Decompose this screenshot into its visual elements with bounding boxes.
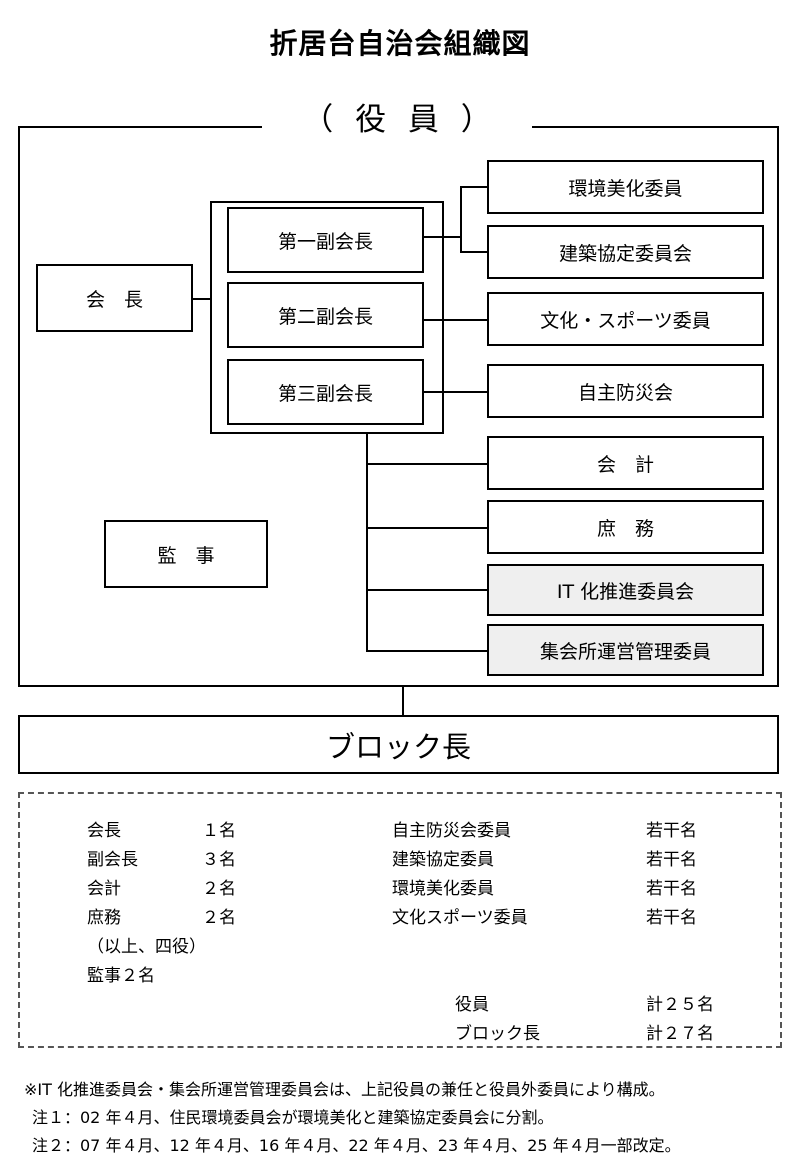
connector-president xyxy=(193,298,212,300)
committee-label-2: 建築協定委員会 xyxy=(558,242,692,265)
connector-to-committee-2 xyxy=(460,251,488,253)
vice-president-3-label: 第三副会長 xyxy=(277,382,373,405)
footnote: ※IT 化推進委員会・集会所運営管理委員会は、上記役員の兼任と役員外委員により構… xyxy=(24,1080,665,1099)
committee-label-7: IT 化推進委員会 xyxy=(556,580,695,603)
summary-count: ２名 xyxy=(202,908,236,928)
committee-label-6: 庶 務 xyxy=(596,517,654,540)
committee-box-4: 自主防災会 xyxy=(487,364,764,418)
block-leader-label: ブロック長 xyxy=(325,729,471,764)
summary-role: 会計 xyxy=(87,879,121,899)
footnote: 注２：07 年４月、12 年４月、16 年４月、22 年４月、23 年４月、25… xyxy=(32,1136,681,1155)
block-leader-box: ブロック長 xyxy=(18,715,779,774)
connector-to-committee-8 xyxy=(366,650,488,652)
committee-box-1: 環境美化委員 xyxy=(487,160,764,214)
connector-trunk xyxy=(366,433,368,651)
president-box: 会 長 xyxy=(36,264,193,332)
summary-role: 建築協定委員 xyxy=(392,850,494,870)
connector-vp1-vertical xyxy=(460,186,462,252)
connector-vp3 xyxy=(424,391,488,393)
vice-president-3-box: 第三副会長 xyxy=(227,359,424,425)
summary-role: 環境美化委員 xyxy=(392,879,494,899)
summary-count: １名 xyxy=(202,821,236,841)
committee-box-2: 建築協定委員会 xyxy=(487,225,764,279)
summary-count: 若干名 xyxy=(646,879,697,899)
connector-to-block xyxy=(402,686,404,716)
frame-top-left-line xyxy=(18,126,262,128)
footnote: 注１：02 年４月、住民環境委員会が環境美化と建築協定委員会に分割。 xyxy=(32,1108,554,1127)
connector-to-committee-7 xyxy=(366,589,488,591)
summary-count: 若干名 xyxy=(646,908,697,928)
connector-vp1 xyxy=(424,236,462,238)
vice-president-1-label: 第一副会長 xyxy=(277,230,373,253)
summary-count: ２名 xyxy=(202,879,236,899)
vice-president-2-box: 第二副会長 xyxy=(227,282,424,348)
committee-label-5: 会 計 xyxy=(596,453,654,476)
summary-role: 文化スポーツ委員 xyxy=(392,908,528,928)
summary-auditor: 監事２名 xyxy=(87,966,155,986)
summary-total-label: ブロック長 xyxy=(455,1024,540,1044)
vice-president-2-label: 第二副会長 xyxy=(277,305,373,328)
summary-count: 若干名 xyxy=(646,821,697,841)
connector-to-committee-6 xyxy=(366,527,488,529)
committee-label-3: 文化・スポーツ委員 xyxy=(540,309,711,332)
summary-role: 自主防災会委員 xyxy=(392,821,511,841)
committee-box-6: 庶 務 xyxy=(487,500,764,554)
summary-role: 会長 xyxy=(87,821,121,841)
auditor-label: 監 事 xyxy=(157,544,215,567)
committee-box-8: 集会所運営管理委員 xyxy=(487,624,764,676)
committee-box-5: 会 計 xyxy=(487,436,764,490)
summary-total-value: 計２５名 xyxy=(646,995,714,1015)
summary-total-label: 役員 xyxy=(455,995,489,1015)
summary-role: 副会長 xyxy=(87,850,138,870)
summary-count: ３名 xyxy=(202,850,236,870)
vice-president-group xyxy=(210,201,444,434)
officers-frame xyxy=(18,126,779,687)
connector-vp2 xyxy=(424,319,488,321)
summary-total-value: 計２７名 xyxy=(646,1024,714,1044)
committee-box-3: 文化・スポーツ委員 xyxy=(487,292,764,346)
summary-count: 若干名 xyxy=(646,850,697,870)
connector-to-committee-1 xyxy=(460,186,488,188)
connector-to-committee-5 xyxy=(366,463,488,465)
committee-label-8: 集会所運営管理委員 xyxy=(539,640,711,663)
committee-label-1: 環境美化委員 xyxy=(568,177,683,200)
page-title: 折居台自治会組織図 xyxy=(269,27,531,60)
summary-box xyxy=(18,792,782,1048)
officers-label: （ 役 員 ） xyxy=(302,102,498,138)
committee-box-7: IT 化推進委員会 xyxy=(487,564,764,616)
summary-note: （以上、四役） xyxy=(87,937,206,957)
vice-president-1-box: 第一副会長 xyxy=(227,207,424,273)
summary-role: 庶務 xyxy=(87,908,121,928)
frame-top-right-line xyxy=(532,126,779,128)
president-label: 会 長 xyxy=(85,288,143,311)
auditor-box: 監 事 xyxy=(104,520,268,588)
committee-label-4: 自主防災会 xyxy=(577,381,673,404)
